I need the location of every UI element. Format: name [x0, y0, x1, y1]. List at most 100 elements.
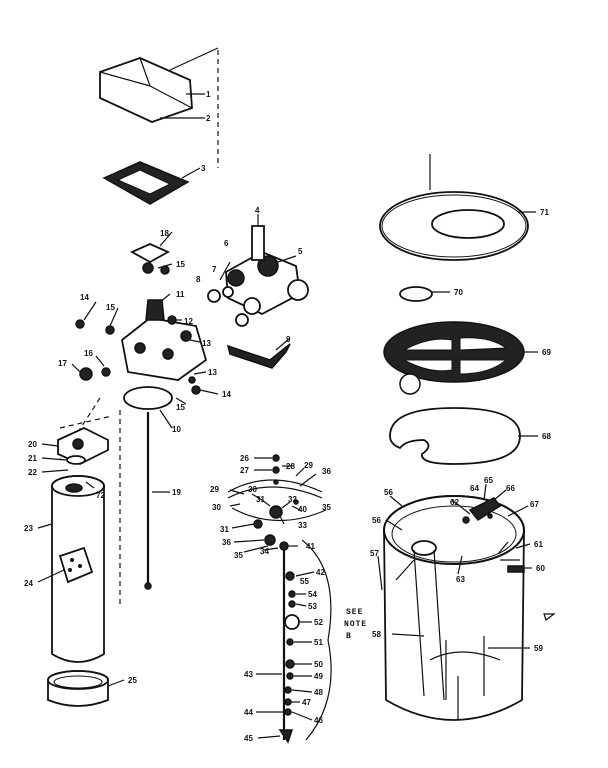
brine-plate — [389, 407, 538, 465]
label-29b: 29 — [210, 485, 219, 494]
label-59: 59 — [534, 644, 543, 653]
label-50: 50 — [314, 660, 323, 669]
label-21: 21 — [28, 454, 37, 463]
bracket-part — [102, 161, 201, 205]
label-23: 23 — [24, 524, 33, 533]
label-36: 36 — [322, 467, 331, 476]
label-35b: 35 — [234, 551, 243, 560]
label-47: 47 — [302, 698, 311, 707]
label-8: 8 — [196, 275, 201, 284]
label-7: 7 — [212, 265, 217, 274]
leader-lines-valve — [71, 231, 297, 429]
label-15: 15 — [176, 260, 185, 269]
label-17: 17 — [58, 359, 67, 368]
riser-tube — [144, 412, 170, 590]
label-53: 53 — [308, 602, 317, 611]
label-66: 66 — [506, 484, 515, 493]
label-56b: 56 — [372, 516, 381, 525]
brine-valve-assembly — [227, 454, 332, 744]
label-34: 34 — [260, 547, 269, 556]
label-70: 70 — [454, 288, 463, 297]
label-67: 67 — [530, 500, 539, 509]
note-line-3: B — [346, 632, 352, 641]
cover-part — [99, 47, 219, 123]
grid-plate — [383, 321, 538, 395]
label-10: 10 — [172, 425, 181, 434]
label-6: 6 — [224, 239, 229, 248]
label-46: 46 — [314, 716, 323, 725]
label-20: 20 — [28, 440, 37, 449]
label-51: 51 — [314, 638, 323, 647]
label-9: 9 — [286, 335, 291, 344]
motor-assembly — [207, 214, 309, 369]
label-36b: 36 — [222, 538, 231, 547]
label-45: 45 — [244, 734, 253, 743]
label-29: 29 — [304, 461, 313, 470]
label-15c: 15 — [176, 403, 185, 412]
label-57: 57 — [370, 549, 379, 558]
label-56: 56 — [384, 488, 393, 497]
label-24: 24 — [24, 579, 33, 588]
label-15b: 15 — [106, 303, 115, 312]
label-19: 19 — [172, 488, 181, 497]
label-44: 44 — [244, 708, 253, 717]
part-labels: 1 2 3 4 5 6 7 8 9 10 11 12 13 13 14 14 1… — [24, 90, 551, 743]
mineral-tank — [51, 475, 105, 663]
label-27: 27 — [240, 466, 249, 475]
note-line-2: NOTE — [344, 620, 367, 629]
label-61: 61 — [534, 540, 543, 549]
label-64: 64 — [470, 484, 479, 493]
label-25: 25 — [128, 676, 137, 685]
label-55: 55 — [300, 577, 309, 586]
label-42: 42 — [316, 568, 325, 577]
label-28: 28 — [286, 462, 295, 471]
label-69: 69 — [542, 348, 551, 357]
label-13b: 13 — [208, 368, 217, 377]
label-14: 14 — [80, 293, 89, 302]
label-14b: 14 — [222, 390, 231, 399]
label-30b: 30 — [212, 503, 221, 512]
label-68: 68 — [542, 432, 551, 441]
label-1: 1 — [206, 90, 211, 99]
label-4: 4 — [255, 206, 260, 215]
label-35: 35 — [322, 503, 331, 512]
label-31b: 31 — [220, 525, 229, 534]
label-60: 60 — [536, 564, 545, 573]
label-13: 13 — [202, 339, 211, 348]
label-31: 31 — [256, 495, 265, 504]
label-49: 49 — [314, 672, 323, 681]
label-62: 62 — [450, 498, 459, 507]
tank-base — [47, 670, 109, 707]
label-41: 41 — [306, 542, 315, 551]
label-58: 58 — [372, 630, 381, 639]
label-11: 11 — [176, 290, 185, 299]
label-71: 71 — [540, 208, 549, 217]
label-40: 40 — [298, 505, 307, 514]
label-2: 2 — [206, 114, 211, 123]
see-note: SEE NOTE B — [344, 608, 367, 641]
leader-lines-tank — [37, 443, 125, 687]
label-12: 12 — [184, 317, 193, 326]
label-43: 43 — [244, 670, 253, 679]
label-5: 5 — [298, 247, 303, 256]
label-63: 63 — [456, 575, 465, 584]
leader-lines-center — [229, 457, 317, 739]
label-48: 48 — [314, 688, 323, 697]
note-line-1: SEE — [346, 608, 363, 617]
label-30: 30 — [248, 485, 257, 494]
label-52: 52 — [314, 618, 323, 627]
label-16: 16 — [84, 349, 93, 358]
float-plug — [399, 286, 450, 302]
tank-top-plate — [57, 427, 109, 465]
brine-tank — [383, 495, 525, 721]
label-33: 33 — [298, 521, 307, 530]
label-32: 32 — [288, 495, 297, 504]
tank-lid — [379, 154, 536, 261]
label-22: 22 — [28, 468, 37, 477]
label-65: 65 — [484, 476, 493, 485]
label-72: 72 — [96, 491, 105, 500]
label-18: 18 — [160, 229, 169, 238]
label-3: 3 — [201, 164, 206, 173]
